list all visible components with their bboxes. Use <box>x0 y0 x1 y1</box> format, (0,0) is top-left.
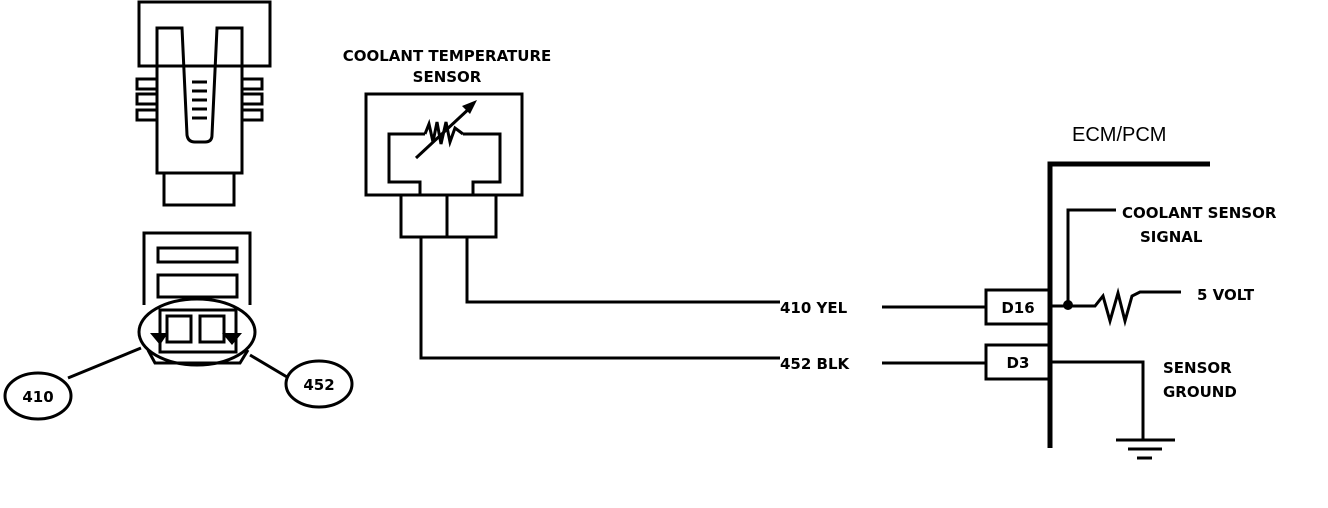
wire-410-yel <box>465 237 780 304</box>
callout-410: 410 <box>22 388 53 406</box>
thermistor-icon <box>423 118 464 148</box>
pullup-resistor-icon <box>1050 287 1181 327</box>
wire-label-452-blk: 452 BLK <box>780 355 851 373</box>
ground-label-line1: SENSOR <box>1163 359 1232 377</box>
harness-connector-face-view <box>137 231 257 367</box>
signal-line <box>1066 208 1116 306</box>
signal-label-line1: COOLANT SENSOR <box>1122 204 1277 222</box>
sensor-title-line1: COOLANT TEMPERATURE <box>343 47 552 65</box>
callout-452: 452 <box>303 376 334 394</box>
wire-label-410-yel: 410 YEL <box>780 299 848 317</box>
coolant-temperature-sensor <box>364 92 524 239</box>
wire-452-blk <box>419 237 780 360</box>
signal-label-line2: SIGNAL <box>1140 228 1203 246</box>
callout-leader-410 <box>67 346 142 380</box>
sensor-title-line2: SENSOR <box>413 68 482 86</box>
supply-label: 5 VOLT <box>1197 286 1255 304</box>
junction-dot <box>1063 300 1073 310</box>
pin-d16: D16 <box>1001 299 1034 317</box>
ground-line <box>1050 360 1145 439</box>
sensor-connector-side-view <box>135 0 272 207</box>
pin-d3: D3 <box>1007 354 1030 372</box>
ecm-title: ECM/PCM <box>1072 124 1166 146</box>
callout-452-bubble <box>284 359 354 409</box>
callout-410-bubble <box>3 371 73 421</box>
ground-label-line2: GROUND <box>1163 383 1237 401</box>
ground-icon <box>1116 438 1175 460</box>
callout-leader-452 <box>249 353 288 379</box>
